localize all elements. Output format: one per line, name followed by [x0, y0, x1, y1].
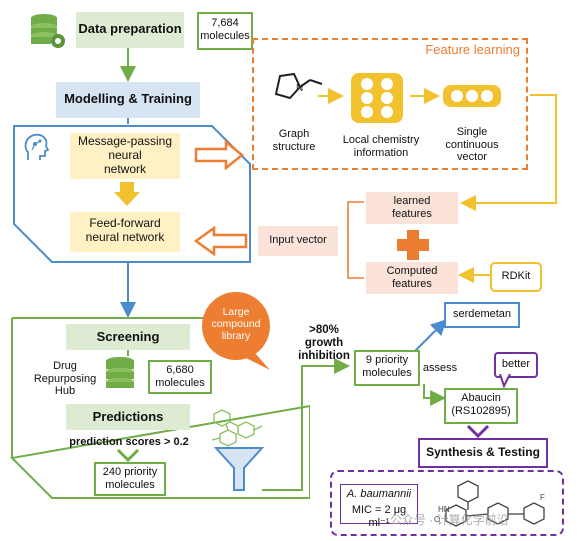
- feature-learning-box: Feature learning: [252, 38, 528, 170]
- hub-count-box: 6,680 molecules: [148, 360, 212, 394]
- mic-label: MIC = 2 μg ml⁻¹: [351, 504, 407, 529]
- svg-text:HN: HN: [438, 505, 450, 514]
- mpnn-to-feature-arrow: [194, 140, 244, 170]
- serdemetan-box: serdemetan: [444, 302, 520, 328]
- better-pointer: [499, 374, 511, 388]
- ai-head-icon: [22, 132, 50, 162]
- data-prep-label: Data preparation: [78, 21, 182, 36]
- compound-library-bubble: [202, 292, 270, 370]
- local-chemistry-icon: [351, 73, 403, 123]
- organism-label: A. baumannii: [346, 488, 412, 500]
- graph-structure-label: Graph structure: [272, 128, 316, 153]
- filter-funnel-icon: [214, 447, 264, 491]
- arrow-screen-to-nine: [262, 358, 350, 491]
- synthesis-box: Synthesis & Testing: [418, 438, 548, 468]
- ffnn-label: Feed-forward neural network: [85, 216, 165, 244]
- feature-learning-title: Feature learning: [425, 42, 520, 57]
- result-box: A. baumannii MIC = 2 μg ml⁻¹ O HN F: [330, 470, 564, 536]
- data-prep-box: Data preparation: [76, 12, 184, 48]
- abaucin-structure-icon: O HN F: [434, 480, 545, 527]
- modelling-box: Modelling & Training: [56, 82, 200, 118]
- screening-label: Screening: [96, 329, 160, 344]
- hub-label: Drug Repurposing Hub: [33, 360, 97, 398]
- mpnn-box: Message-passing neural network: [70, 133, 180, 179]
- input-vector-box: Input vector: [258, 226, 338, 256]
- rdkit-box: RDKit: [490, 262, 542, 292]
- predictions-label: Predictions: [92, 409, 164, 424]
- local-chemistry-label: Local chemistry information: [342, 134, 420, 159]
- database-gear-icon: [28, 10, 68, 50]
- data-prep-count: 7,684 molecules: [197, 12, 253, 50]
- arrow-feature-to-learned: [460, 94, 557, 211]
- prediction-threshold: prediction scores > 0.2: [69, 436, 189, 448]
- better-box: better: [494, 352, 538, 378]
- single-vector-label: Single continuous vector: [445, 126, 499, 164]
- rdkit-label: RDKit: [501, 270, 531, 282]
- predictions-box: Predictions: [66, 404, 190, 430]
- result-label-box: A. baumannii MIC = 2 μg ml⁻¹: [340, 484, 418, 529]
- nine-priority-box: 9 priority molecules: [354, 350, 420, 386]
- synthesis-label: Synthesis & Testing: [426, 445, 540, 459]
- learned-features-box: learned features: [366, 192, 458, 224]
- learned-features-label: learned features: [392, 195, 432, 220]
- input-to-ffnn-arrow: [193, 226, 248, 256]
- priority-240-box: 240 priority molecules: [94, 462, 166, 496]
- screening-box: Screening: [66, 324, 190, 350]
- graph-structure-icon: N: [274, 72, 323, 100]
- watermark-text: 公众号 · 计算化学前沿: [390, 513, 509, 527]
- abaucin-box: Abaucin (RS102895): [444, 388, 518, 424]
- assess-label: assess: [422, 362, 458, 374]
- mpnn-to-ffnn-arrow: [114, 182, 140, 206]
- molecule-network-icon: [211, 409, 263, 447]
- single-vector-icon: [443, 85, 501, 107]
- svg-text:F: F: [540, 493, 545, 502]
- growth-inhibition-label: >80% growth inhibition: [298, 324, 350, 363]
- ffnn-box: Feed-forward neural network: [70, 212, 180, 252]
- input-vector-label: Input vector: [269, 234, 327, 246]
- modelling-label: Modelling & Training: [64, 91, 192, 106]
- database-stack-icon: [106, 357, 134, 388]
- svg-text:O: O: [434, 515, 440, 524]
- mpnn-label: Message-passing neural network: [77, 134, 173, 176]
- computed-features-label: Computed features: [386, 265, 438, 290]
- compound-library-label: Large compound library: [211, 306, 261, 343]
- plus-icon: [397, 230, 429, 260]
- computed-features-box: Computed features: [366, 262, 458, 294]
- svg-text:N: N: [296, 83, 303, 94]
